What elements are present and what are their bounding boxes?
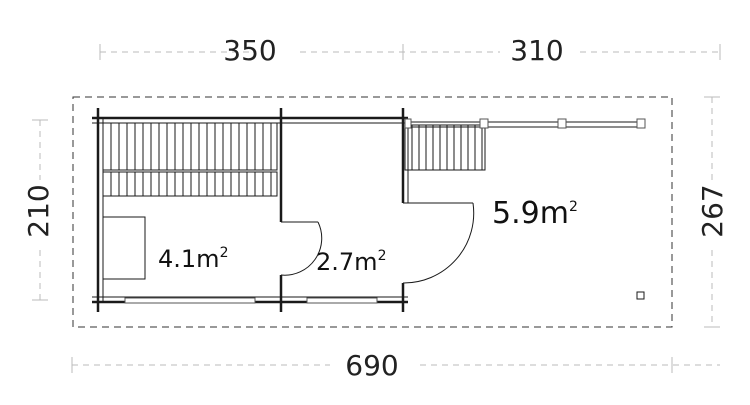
room-area-washroom: 2.7m2 <box>316 248 386 276</box>
room-area-sauna: 4.1m2 <box>158 245 228 273</box>
terrace-railing <box>404 118 646 129</box>
dimension-top-left: 350 <box>223 34 276 67</box>
sauna-bench-upper <box>102 122 278 171</box>
window-washroom <box>306 297 378 304</box>
sauna-bench-lower <box>102 171 278 197</box>
dimension-left: 210 <box>22 184 55 237</box>
dimension-right: 267 <box>696 184 729 237</box>
door-sauna <box>280 221 323 276</box>
dimension-guides <box>32 44 721 373</box>
room-area-terrace: 5.9m2 <box>492 196 578 231</box>
corner-post <box>636 291 645 300</box>
terrace-bench <box>404 124 486 171</box>
window-sauna <box>124 297 256 304</box>
dimension-bottom: 690 <box>345 349 398 382</box>
walls <box>92 108 409 312</box>
roof-outline <box>72 96 673 328</box>
door-terrace <box>402 202 475 284</box>
dimension-top-right: 310 <box>510 34 563 67</box>
sauna-stove <box>102 216 146 280</box>
